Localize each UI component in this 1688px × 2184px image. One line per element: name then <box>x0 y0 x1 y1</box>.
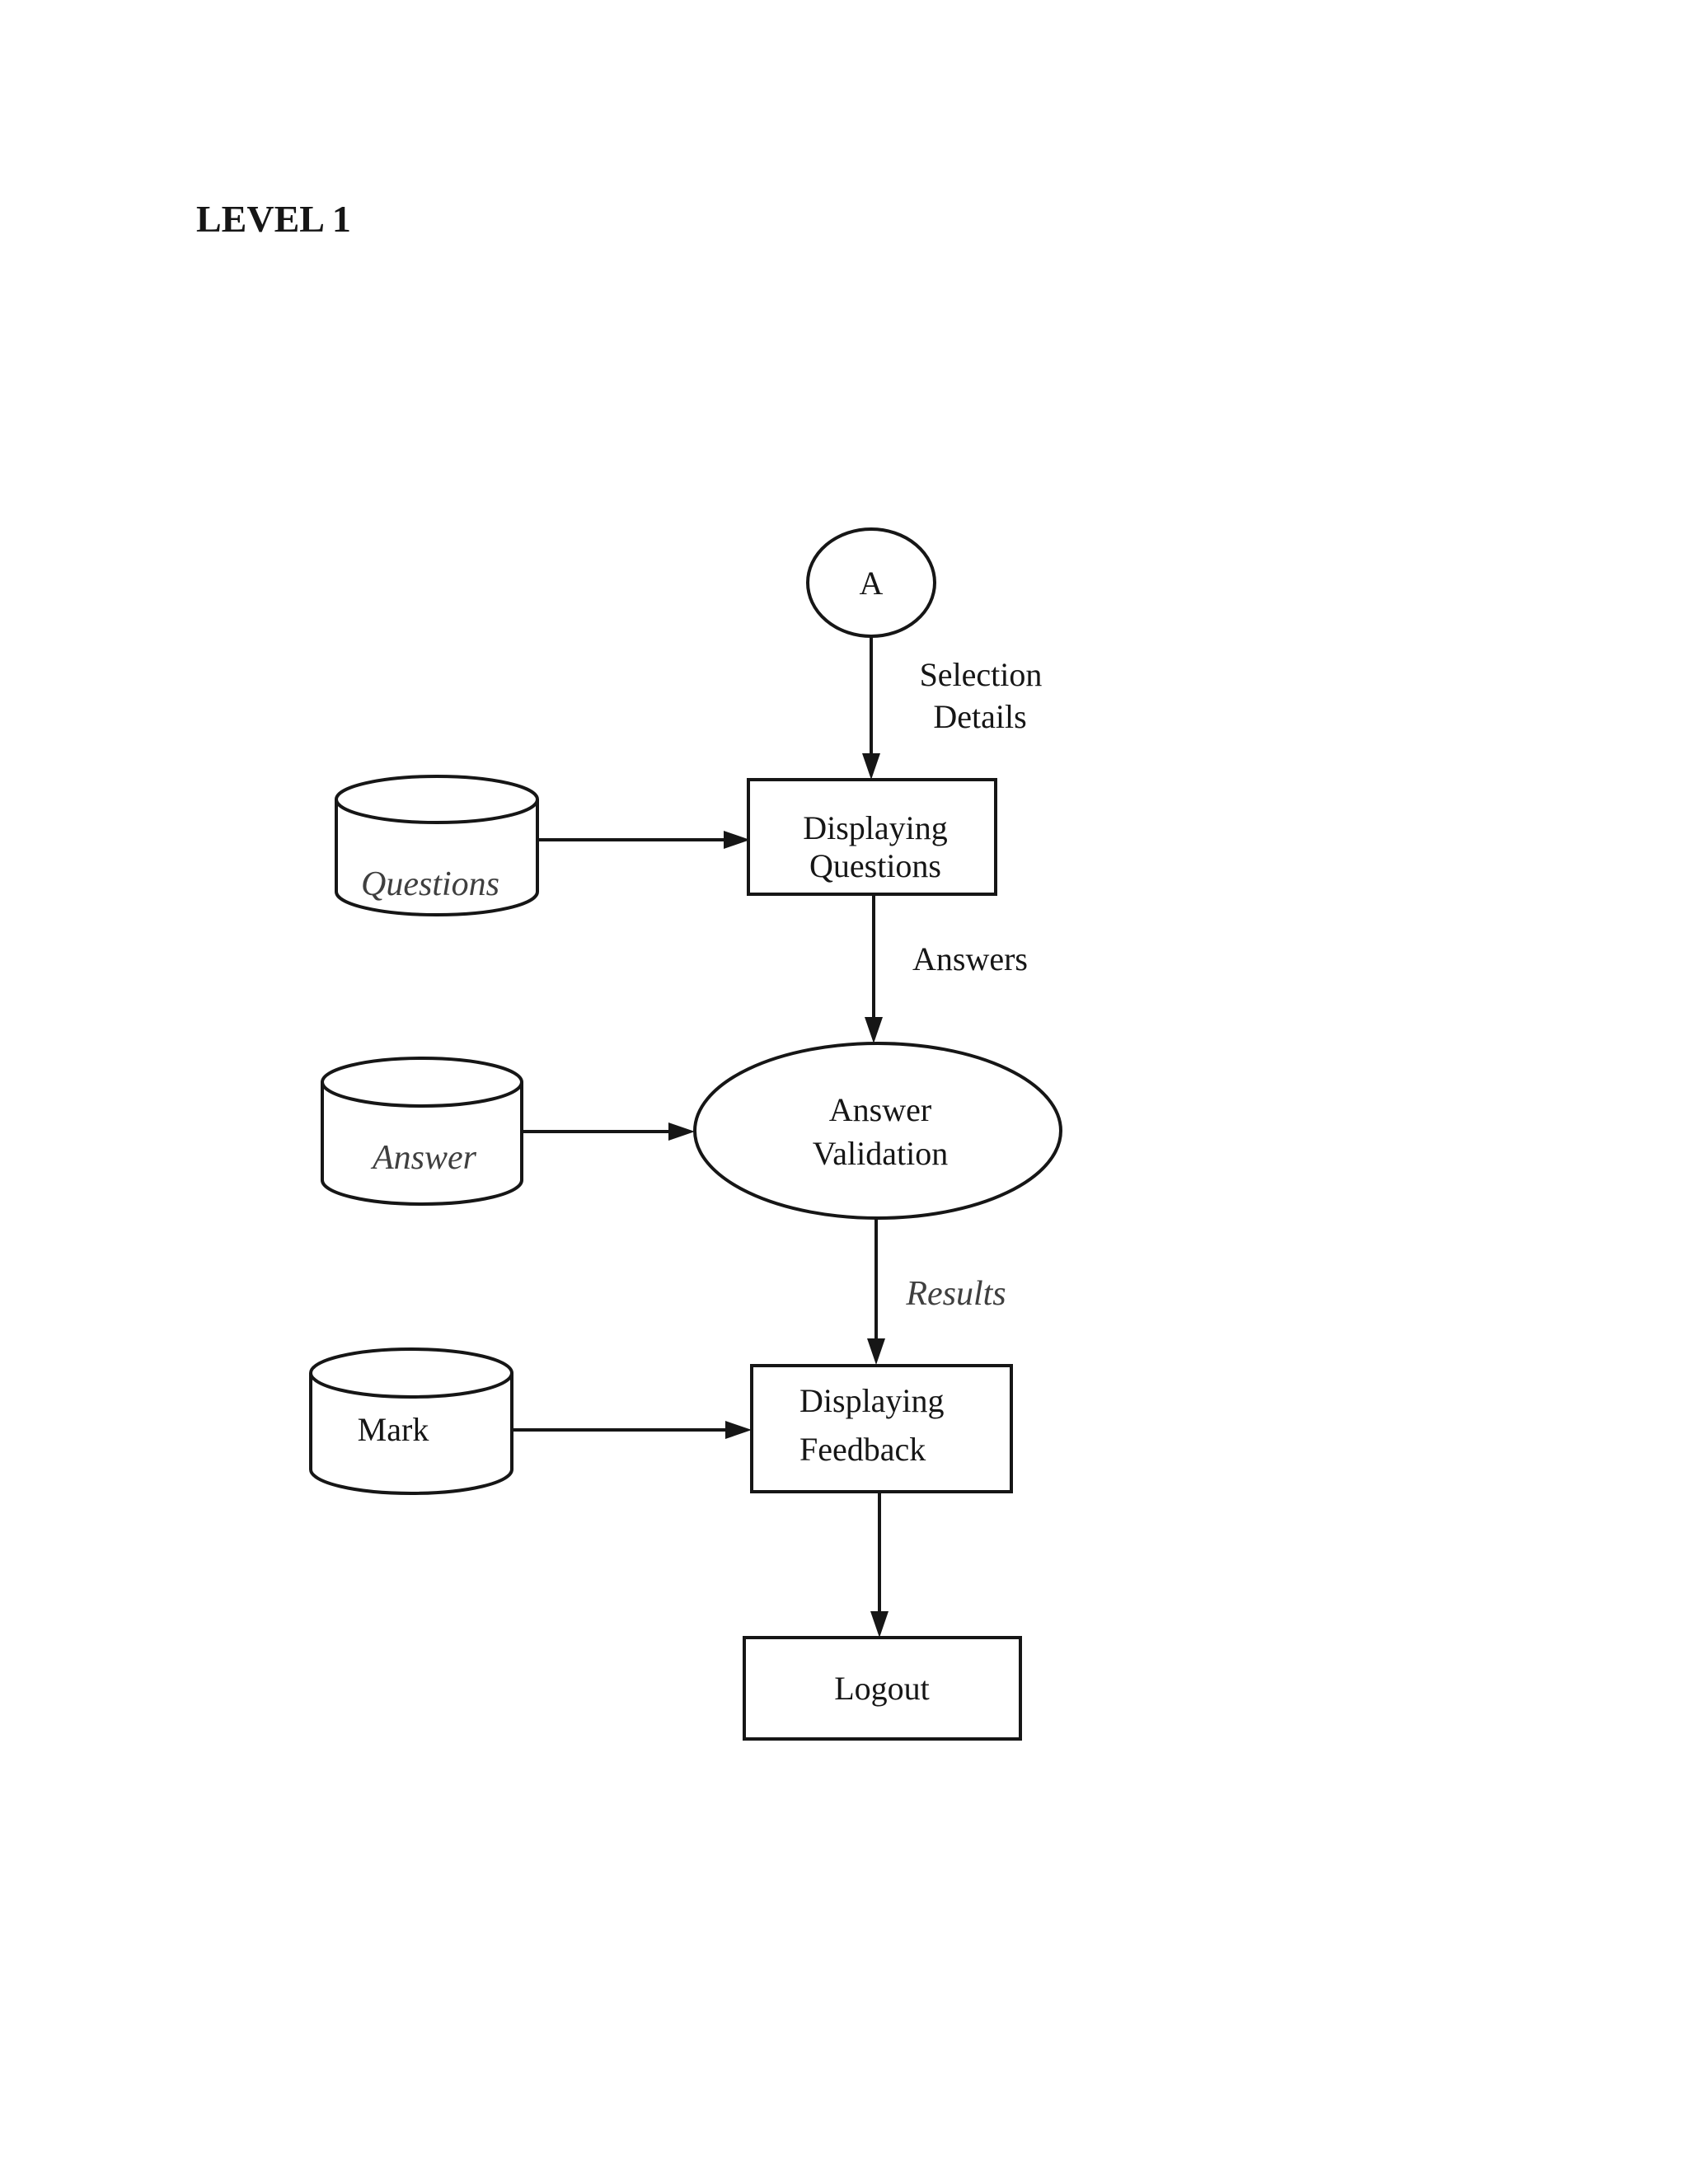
cylinder-body <box>309 1373 513 1495</box>
arrowhead-icon <box>862 753 880 780</box>
connector-a-node: A <box>806 527 936 638</box>
arrowhead-icon <box>870 1611 889 1638</box>
datastore-questions: Questions <box>335 775 539 916</box>
datastore-mark: Mark <box>309 1347 513 1495</box>
process-label-line: Feedback <box>799 1431 926 1468</box>
process-label-line: Displaying <box>803 809 948 846</box>
process-ellipse <box>693 1042 1062 1220</box>
process-logout: Logout <box>743 1636 1022 1741</box>
datastore-answer-label: Answer <box>370 1139 477 1177</box>
arrow-displaying-questions-to-validation <box>865 894 883 1043</box>
flow-label-answers: Answers <box>912 940 1028 977</box>
process-displaying-feedback: Displaying Feedback <box>750 1364 1013 1493</box>
process-label-line: Displaying <box>799 1382 945 1419</box>
arrowhead-icon <box>867 1338 885 1365</box>
process-box <box>747 778 997 896</box>
connector-a-label: A <box>860 565 884 602</box>
cylinder-body <box>321 1082 523 1206</box>
arrow-answer-to-validation <box>522 1122 695 1141</box>
process-label-line: Validation <box>813 1135 948 1172</box>
arrow-questions-to-displaying-questions <box>537 831 750 849</box>
flow-label-line: Details <box>933 698 1026 735</box>
process-label-line: Questions <box>809 847 941 884</box>
process-displaying-questions: Displaying Questions <box>747 778 997 896</box>
arrowhead-icon <box>865 1017 883 1043</box>
cylinder-body <box>335 799 539 916</box>
datastore-answer: Answer <box>321 1057 523 1206</box>
arrowhead-icon <box>724 831 750 849</box>
arrowhead-icon <box>668 1122 695 1141</box>
process-answer-validation: Answer Validation <box>693 1042 1062 1220</box>
page-title: LEVEL 1 <box>196 198 351 240</box>
process-logout-label: Logout <box>834 1670 930 1707</box>
datastore-mark-label: Mark <box>358 1411 429 1448</box>
flow-label-results: Results <box>905 1275 1006 1313</box>
process-label-line: Answer <box>829 1091 931 1128</box>
datastore-questions-label: Questions <box>361 865 499 903</box>
process-box <box>750 1364 1013 1493</box>
arrowhead-icon <box>725 1421 752 1439</box>
arrow-feedback-to-logout <box>870 1492 889 1638</box>
process-box <box>743 1636 1022 1741</box>
cylinder-top <box>335 775 539 824</box>
cylinder-top <box>321 1057 523 1108</box>
arrow-validation-to-feedback <box>867 1218 885 1365</box>
flow-label-line: Selection <box>920 656 1043 693</box>
arrow-a-to-displaying-questions <box>862 636 880 780</box>
arrow-mark-to-feedback <box>512 1421 752 1439</box>
flow-label-selection-details: Selection Details <box>920 656 1043 735</box>
cylinder-top <box>309 1347 513 1399</box>
